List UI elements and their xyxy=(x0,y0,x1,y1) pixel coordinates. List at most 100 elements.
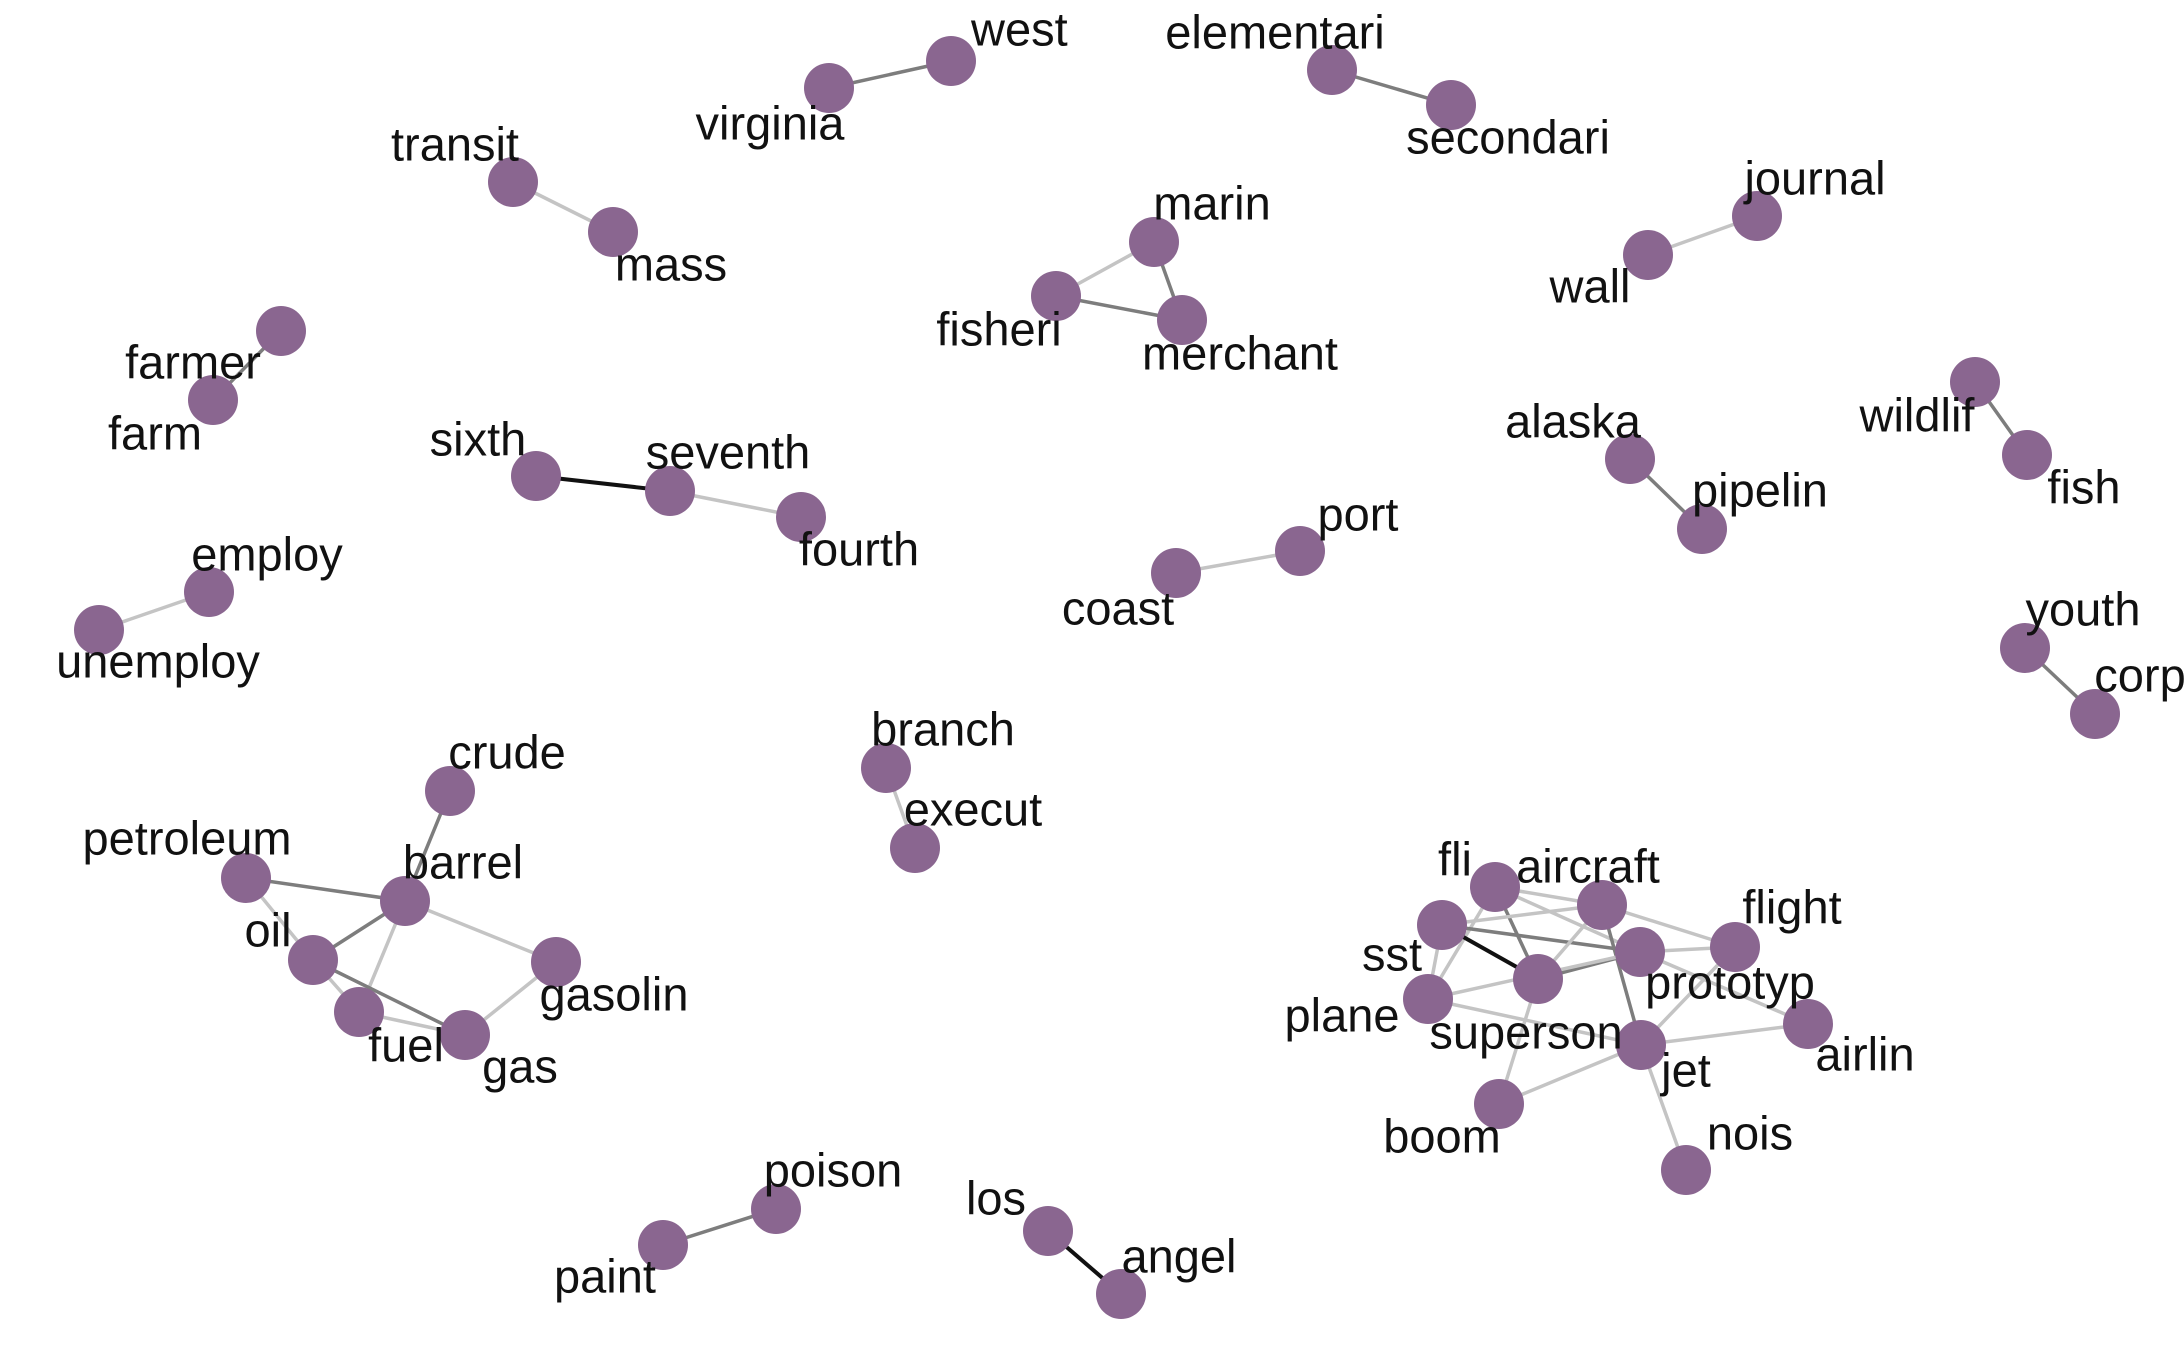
node-coast xyxy=(1151,548,1201,598)
node-youth xyxy=(2000,623,2050,673)
node-label-fli: fli xyxy=(1438,832,1472,885)
node-jet xyxy=(1616,1020,1666,1070)
node-superson xyxy=(1513,954,1563,1004)
node-merchant xyxy=(1157,295,1207,345)
node-fish xyxy=(2002,430,2052,480)
edge-jet-airlin xyxy=(1639,1022,1810,1047)
node-label-angel: angel xyxy=(1122,1229,1237,1282)
node-label-sst: sst xyxy=(1362,927,1422,980)
node-fisheri xyxy=(1031,271,1081,321)
node-label-sixth: sixth xyxy=(430,412,527,465)
node-label-unemploy: unemploy xyxy=(56,634,260,687)
node-poison xyxy=(751,1184,801,1234)
node-label-poison: poison xyxy=(764,1143,903,1196)
node-paint xyxy=(638,1220,688,1270)
node-virginia xyxy=(804,63,854,113)
node-plane xyxy=(1403,974,1453,1024)
node-label-marin: marin xyxy=(1153,176,1271,229)
node-label-flight: flight xyxy=(1742,880,1841,933)
node-oil xyxy=(288,935,338,985)
node-alaska xyxy=(1605,434,1655,484)
node-fourth xyxy=(776,492,826,542)
node-label-fisheri: fisheri xyxy=(936,302,1061,355)
node-label-seventh: seventh xyxy=(646,425,811,478)
node-label-fish: fish xyxy=(2047,460,2120,513)
edge-jet-boom xyxy=(1497,1043,1643,1106)
node-label-wildlif: wildlif xyxy=(1859,388,1976,441)
node-petroleum xyxy=(221,853,271,903)
node-label-gas: gas xyxy=(482,1039,558,1092)
node-label-airlin: airlin xyxy=(1815,1027,1914,1080)
node-label-boom: boom xyxy=(1383,1109,1501,1162)
node-employ xyxy=(184,567,234,617)
node-flight xyxy=(1710,922,1760,972)
node-label-paint: paint xyxy=(554,1249,656,1302)
node-label-port: port xyxy=(1318,487,1399,540)
node-seventh xyxy=(645,466,695,516)
node-label-elementari: elementari xyxy=(1165,5,1384,58)
node-label-barrel: barrel xyxy=(403,835,523,888)
node-farm xyxy=(188,375,238,425)
node-label-farmer: farmer xyxy=(125,335,261,388)
node-label-wall: wall xyxy=(1549,259,1631,312)
node-label-pipelin: pipelin xyxy=(1692,463,1828,516)
node-angel xyxy=(1096,1269,1146,1319)
node-unemploy xyxy=(74,605,124,655)
node-label-alaska: alaska xyxy=(1505,394,1642,447)
node-los xyxy=(1023,1206,1073,1256)
node-label-journal: journal xyxy=(1742,151,1885,204)
edge-petroleum-barrel xyxy=(244,876,407,903)
node-execut xyxy=(890,823,940,873)
edge-sst-prototyp xyxy=(1440,923,1642,954)
node-wildlif xyxy=(1950,357,2000,407)
node-label-coast: coast xyxy=(1062,581,1174,634)
node-pipelin xyxy=(1677,504,1727,554)
node-crude xyxy=(425,766,475,816)
node-label-west: west xyxy=(970,2,1068,55)
edge-barrel-gasolin xyxy=(403,899,558,964)
node-fli xyxy=(1470,862,1520,912)
node-label-fuel: fuel xyxy=(368,1018,444,1071)
node-secondari xyxy=(1426,80,1476,130)
node-airlin xyxy=(1783,999,1833,1049)
node-mass xyxy=(588,207,638,257)
node-aircraft xyxy=(1577,880,1627,930)
node-label-prototyp: prototyp xyxy=(1645,955,1815,1008)
node-label-merchant: merchant xyxy=(1142,326,1338,379)
node-label-farm: farm xyxy=(108,406,202,459)
node-label-youth: youth xyxy=(2026,582,2141,635)
node-label-los: los xyxy=(966,1171,1026,1224)
node-gasolin xyxy=(531,937,581,987)
node-sst xyxy=(1417,900,1467,950)
edge-fli-prototyp xyxy=(1493,885,1642,954)
edge-sst-aircraft xyxy=(1440,903,1604,927)
node-branch xyxy=(861,743,911,793)
node-layer xyxy=(74,36,2120,1319)
node-label-crude: crude xyxy=(448,725,566,778)
node-wall xyxy=(1623,230,1673,280)
edge-oil-gas xyxy=(311,958,467,1037)
node-gas xyxy=(440,1010,490,1060)
node-boom xyxy=(1474,1079,1524,1129)
node-label-superson: superson xyxy=(1429,1005,1622,1058)
node-west xyxy=(926,36,976,86)
node-journal xyxy=(1732,191,1782,241)
node-sixth xyxy=(511,451,561,501)
node-label-gasolin: gasolin xyxy=(540,967,689,1020)
node-label-nois: nois xyxy=(1707,1106,1793,1159)
node-nois xyxy=(1661,1145,1711,1195)
node-barrel xyxy=(380,876,430,926)
edge-prototyp-airlin xyxy=(1638,950,1810,1026)
node-port xyxy=(1275,526,1325,576)
label-layer: westvirginiaelementarisecondaritransitma… xyxy=(56,2,2184,1302)
node-label-secondari: secondari xyxy=(1406,110,1610,163)
node-elementari xyxy=(1307,45,1357,95)
node-label-virginia: virginia xyxy=(696,96,846,149)
edge-plane-jet xyxy=(1426,997,1643,1047)
edge-layer xyxy=(97,59,2097,1296)
node-label-jet: jet xyxy=(1659,1043,1711,1096)
node-label-aircraft: aircraft xyxy=(1516,839,1660,892)
node-label-employ: employ xyxy=(191,527,343,580)
node-corp xyxy=(2070,689,2120,739)
